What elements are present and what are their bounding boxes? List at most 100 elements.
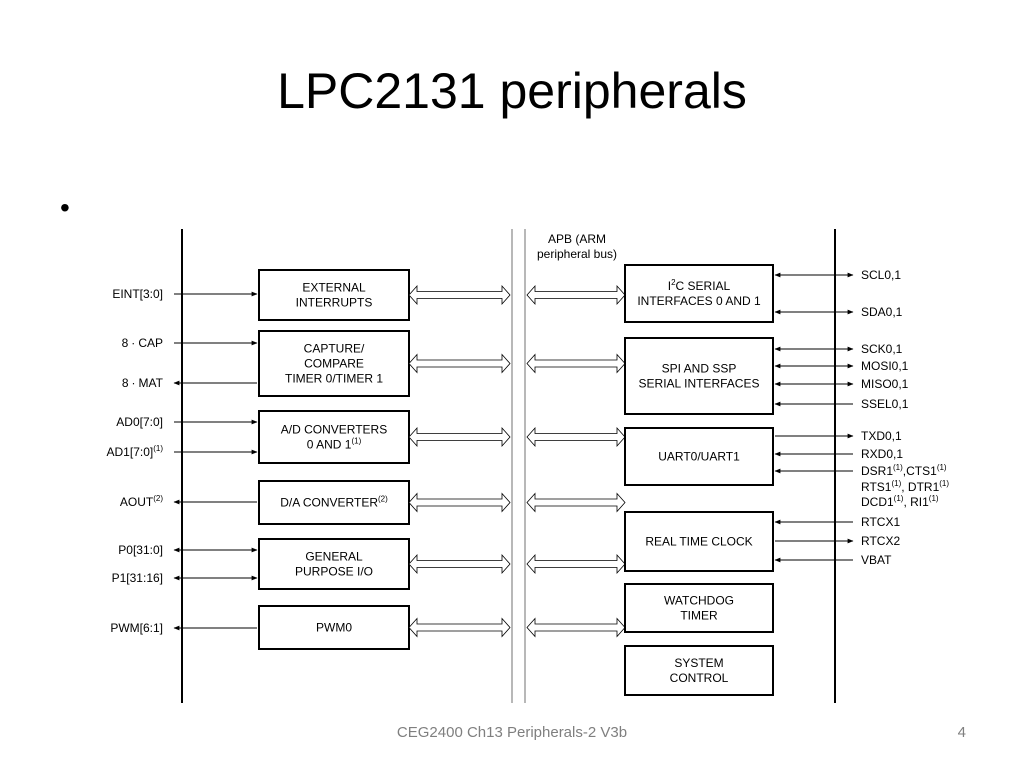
right-signal-6: TXD0,1 — [775, 429, 902, 443]
block-label: WATCHDOG — [664, 594, 734, 608]
signal-label: AD1[7:0](1) — [107, 444, 164, 459]
left-block-5: PWM0 — [258, 605, 410, 650]
right-signal-5: SSEL0,1 — [774, 397, 909, 411]
signal-label: RTCX1 — [861, 515, 900, 529]
bus-connector-mid-3 — [526, 492, 626, 513]
block-label: GENERAL — [305, 550, 363, 564]
signal-label: P0[31:0] — [118, 543, 163, 557]
right-signal-4: MISO0,1 — [774, 377, 909, 391]
signal-label: 8 ∙ CAP — [122, 336, 163, 350]
block-label: CAPTURE/ — [304, 342, 365, 356]
block-label: TIMER 0/TIMER 1 — [285, 372, 383, 386]
block-label: D/A CONVERTER(2) — [280, 495, 388, 510]
right-signal-1: SDA0,1 — [774, 305, 903, 319]
left-signal-5: AOUT(2) — [120, 494, 257, 509]
signal-label: AOUT(2) — [120, 494, 163, 509]
block-label: UART0/UART1 — [658, 450, 740, 464]
left-signal-8: PWM[6:1] — [110, 621, 257, 635]
signal-label: RTS1(1), DTR1(1) — [861, 479, 949, 494]
left-signal-3: AD0[7:0] — [116, 415, 258, 429]
left-signal-0: EINT[3:0] — [112, 287, 258, 301]
signal-label: P1[31:16] — [112, 571, 163, 585]
right-signal-0: SCL0,1 — [774, 268, 901, 282]
block-label: A/D CONVERTERS — [281, 423, 387, 437]
block-label: 0 AND 1(1) — [307, 437, 362, 452]
bus-connector-mid-2 — [526, 426, 626, 448]
block-box — [624, 427, 774, 486]
right-block-3: REAL TIME CLOCK — [624, 511, 774, 572]
signal-label: SDA0,1 — [861, 305, 903, 319]
right-block-2: UART0/UART1 — [624, 427, 774, 486]
right-signal-2: SCK0,1 — [774, 342, 903, 356]
right-signal-10: DCD1(1), RI1(1) — [861, 494, 939, 509]
block-label: CONTROL — [670, 671, 729, 685]
bus-connector-left-2 — [408, 426, 511, 448]
block-box — [258, 269, 410, 321]
block-label: PURPOSE I/O — [295, 565, 373, 579]
bus-label-line-1: APB (ARM — [548, 232, 606, 246]
block-box — [258, 480, 410, 525]
right-signal-12: RTCX2 — [775, 534, 900, 548]
signal-label: MOSI0,1 — [861, 359, 909, 373]
bus-connector-mid-1 — [526, 353, 626, 374]
right-signal-13: VBAT — [774, 553, 892, 567]
right-signal-11: RTCX1 — [774, 515, 900, 529]
signal-label: RTCX2 — [861, 534, 900, 548]
bus-label-line-2: peripheral bus) — [537, 247, 617, 261]
signal-label: SSEL0,1 — [861, 397, 909, 411]
left-signal-1: 8 ∙ CAP — [122, 336, 258, 350]
block-box — [624, 264, 774, 323]
page-number: 4 — [957, 724, 966, 741]
signal-label: VBAT — [861, 553, 892, 567]
right-signal-7: RXD0,1 — [774, 447, 903, 461]
bus-connector-mid-5 — [526, 617, 626, 638]
signal-label: RXD0,1 — [861, 447, 903, 461]
signal-label: TXD0,1 — [861, 429, 902, 443]
slide-footer: CEG2400 Ch13 Peripherals-2 V3b — [396, 724, 628, 741]
signal-label: EINT[3:0] — [112, 287, 163, 301]
block-label: COMPARE — [304, 357, 364, 371]
block-label: PWM0 — [316, 621, 352, 635]
left-signal-2: 8 ∙ MAT — [122, 376, 257, 390]
block-label: REAL TIME CLOCK — [645, 535, 752, 549]
block-label: SERIAL INTERFACES — [639, 377, 760, 391]
signal-label: DSR1(1),CTS1(1) — [861, 463, 947, 478]
slide-title: LPC2131 peripherals — [277, 63, 747, 119]
block-label: TIMER — [680, 609, 718, 623]
bus-connector-mid-4 — [526, 553, 626, 575]
left-signal-6: P0[31:0] — [118, 543, 258, 557]
right-signal-8: DSR1(1),CTS1(1) — [774, 463, 947, 478]
right-signal-9: RTS1(1), DTR1(1) — [861, 479, 949, 494]
block-label: SPI AND SSP — [662, 362, 737, 376]
bus-connector-left-0 — [408, 284, 511, 306]
bus-connector-left-3 — [408, 492, 511, 513]
left-signal-4: AD1[7:0](1) — [107, 444, 258, 459]
block-label: EXTERNAL — [302, 281, 366, 295]
block-label: I2C SERIAL — [668, 278, 731, 293]
block-box — [624, 583, 774, 633]
signal-label: SCL0,1 — [861, 268, 901, 282]
bus-connector-left-1 — [408, 353, 511, 374]
block-box — [624, 337, 774, 415]
bus-connector-left-5 — [408, 617, 511, 638]
signal-label: 8 ∙ MAT — [122, 376, 164, 390]
block-box — [624, 511, 774, 572]
block-label: SYSTEM — [674, 656, 723, 670]
bus-connector-left-4 — [408, 553, 511, 575]
bullet-point: • — [60, 192, 70, 223]
signal-label: AD0[7:0] — [116, 415, 163, 429]
right-signal-3: MOSI0,1 — [774, 359, 909, 373]
block-label: INTERRUPTS — [296, 296, 373, 310]
signal-label: DCD1(1), RI1(1) — [861, 494, 939, 509]
left-block-3: D/A CONVERTER(2) — [258, 480, 410, 525]
bus-connector-mid-0 — [526, 284, 626, 306]
